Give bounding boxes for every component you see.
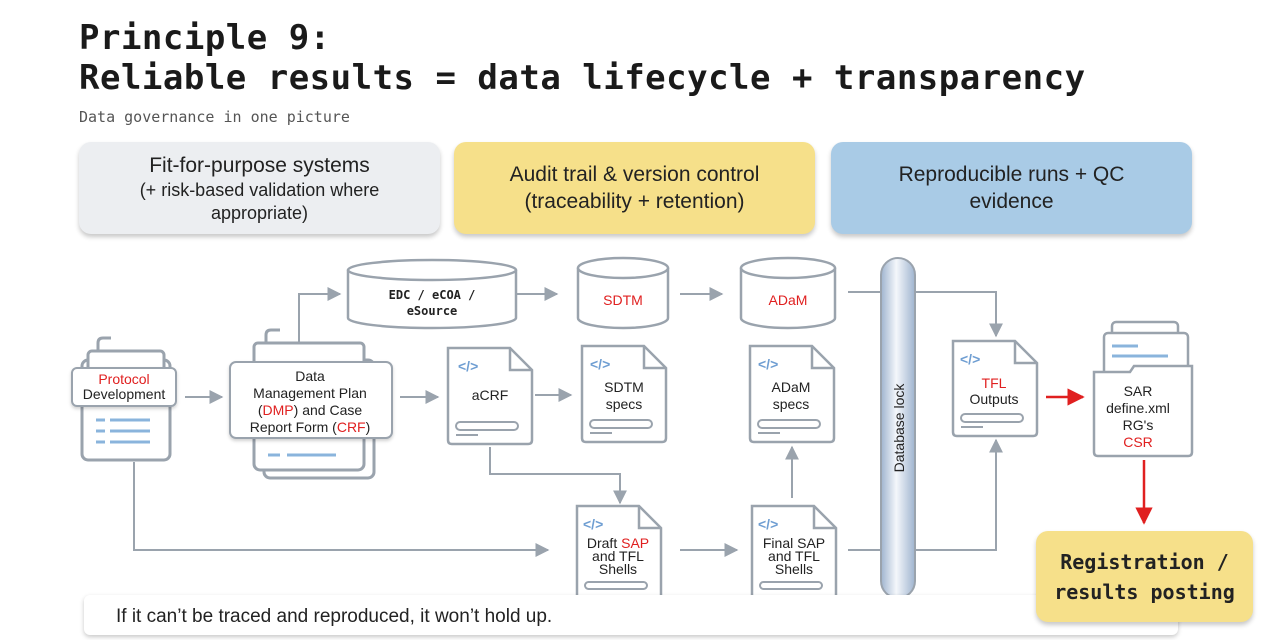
card-audit-trail: Audit trail & version control (traceabil… [454, 142, 815, 234]
edc-label-line-1: EDC / eCOA / [389, 288, 476, 302]
tfl-label-line-1: TFL [982, 375, 1007, 391]
edc-database: EDC / eCOA / eSource [346, 258, 518, 330]
database-lock-bar: Database lock [880, 257, 916, 599]
final-sap-label-line-2: and TFL [768, 548, 820, 564]
outputs-label-line-2: define.xml [1106, 400, 1170, 416]
adam-specs-label-line-2: specs [773, 396, 810, 412]
arrow-final-sap-to-tfl [848, 438, 1003, 551]
code-icon: </> [583, 516, 603, 532]
title-line-1: Principle 9: [79, 18, 331, 58]
dmp-label-line-4: Report Form (CRF) [250, 419, 371, 435]
arrow-acrf-to-draft-sap [489, 447, 627, 505]
outputs-folder: SAR define.xml RG's CSR [1092, 320, 1194, 458]
registration-box: Registration / results posting [1036, 531, 1253, 622]
acrf-document: </> aCRF [446, 346, 534, 446]
page-subtitle: Data governance in one picture [79, 108, 350, 126]
draft-sap-document: </> Draft SAP and TFL Shells [575, 504, 663, 602]
card-1-line-2: (+ risk-based validation where [139, 179, 380, 200]
protocol-label-line-1: Protocol [98, 371, 149, 387]
protocol-label-line-2: Development [83, 386, 166, 402]
draft-sap-label-line-1: Draft SAP [587, 535, 649, 551]
adam-specs-document: </> ADaM specs [748, 344, 836, 444]
card-3-line-2: evidence [969, 190, 1054, 213]
title-line-2: Reliable results = data lifecycle + tran… [79, 58, 1086, 98]
final-sap-document: </> Final SAP and TFL Shells [750, 504, 838, 602]
code-icon: </> [960, 351, 980, 367]
code-icon: </> [758, 516, 778, 532]
edc-label-line-2: eSource [407, 304, 458, 318]
dmp-label-line-3: (DMP) and Case [258, 402, 362, 418]
arrow-protocol-to-draft-sap [133, 462, 550, 557]
card-2-line-2: (traceability + retention) [524, 190, 745, 213]
outputs-label-line-4: CSR [1123, 434, 1153, 450]
sdtm-specs-label-line-2: specs [606, 396, 643, 412]
card-1-heading: Fit-for-purpose systems [149, 153, 370, 177]
dmp-label-line-1: Data [295, 368, 325, 384]
sdtm-specs-document: </> SDTM specs [580, 344, 668, 444]
draft-sap-label-line-3: Shells [599, 561, 637, 577]
outputs-label-line-1: SAR [1124, 383, 1153, 399]
arrow-dmp-to-edc [298, 287, 342, 344]
tfl-label-line-2: Outputs [969, 391, 1018, 407]
page-title: Principle 9: Reliable results = data lif… [79, 18, 1086, 98]
footer-callout: If it can’t be traced and reproduced, it… [84, 595, 1178, 635]
adam-database: ADaM [739, 256, 837, 330]
final-sap-label-line-3: Shells [775, 561, 813, 577]
sdtm-specs-label-line-1: SDTM [604, 379, 644, 395]
code-icon: </> [590, 356, 610, 372]
card-reproducible-runs: Reproducible runs + QC evidence [831, 142, 1192, 234]
registration-line-2: results posting [1054, 579, 1235, 604]
acrf-label: aCRF [472, 387, 509, 403]
dmp-crf-node: Data Management Plan (DMP) and Case Repo… [229, 328, 393, 480]
sdtm-database: SDTM [576, 256, 670, 330]
registration-line-1: Registration / [1060, 549, 1229, 574]
outputs-label-line-3: RG's [1123, 417, 1154, 433]
dmp-label-line-2: Management Plan [253, 385, 367, 401]
draft-sap-label-line-2: and TFL [592, 548, 644, 564]
sdtm-label: SDTM [603, 292, 643, 308]
footer-text: If it can’t be traced and reproduced, it… [116, 606, 553, 627]
final-sap-label-line-1: Final SAP [763, 535, 825, 551]
card-3-heading: Reproducible runs + QC [898, 163, 1125, 186]
code-icon: </> [458, 358, 478, 374]
card-1-line-3: appropriate) [210, 202, 309, 223]
card-fit-for-purpose: Fit-for-purpose systems (+ risk-based va… [79, 142, 440, 234]
adam-specs-label-line-1: ADaM [772, 379, 811, 395]
card-2-heading: Audit trail & version control [509, 163, 760, 186]
code-icon: </> [758, 356, 778, 372]
protocol-development-node: Protocol Development [71, 336, 177, 462]
arrow-adam-to-tfl [848, 291, 1003, 338]
tfl-outputs-document: </> TFL Outputs [951, 339, 1039, 438]
adam-label: ADaM [769, 292, 808, 308]
database-lock-label: Database lock [891, 383, 907, 473]
